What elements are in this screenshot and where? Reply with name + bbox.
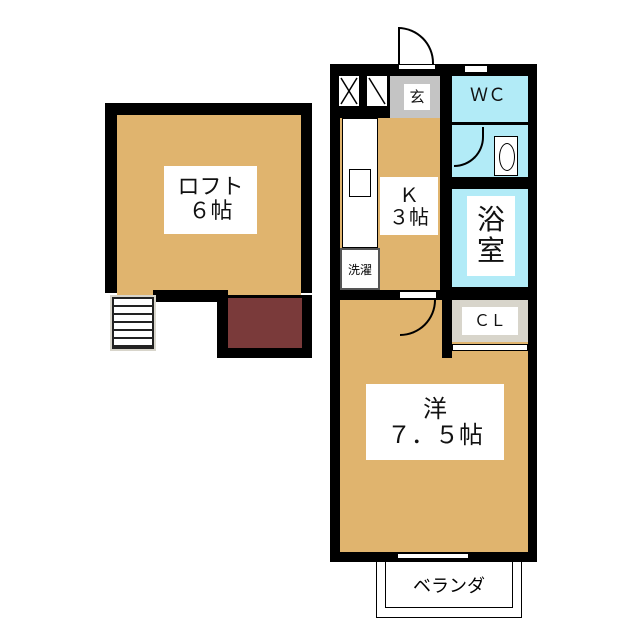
- western-room-size: ７．５帖: [387, 421, 483, 449]
- closet-wall: [442, 296, 452, 358]
- wc-window: [465, 66, 487, 72]
- entrance-door[interactable]: [398, 27, 434, 65]
- western-room-name: 洋: [423, 394, 447, 423]
- entrance-door-opening: [398, 64, 436, 70]
- slash-icon: [368, 77, 386, 105]
- laundry-label: 洗濯: [347, 262, 372, 277]
- closet-label-2: ＣＬ: [462, 307, 518, 335]
- meter-box-2: [367, 76, 387, 106]
- cross-icon: [340, 77, 358, 105]
- bath-line2: 室: [476, 234, 505, 267]
- balcony-label: ベランダ: [413, 575, 485, 597]
- closet-text-2: ＣＬ: [473, 311, 506, 331]
- loft-ladder[interactable]: [110, 295, 156, 351]
- kitchen-sink: [349, 169, 371, 197]
- loft-label: ロフト ６帖: [164, 166, 257, 234]
- kitchen-name: Ｋ: [399, 183, 419, 207]
- meter-box-1: [339, 76, 359, 106]
- wc-label: ＷＣ: [458, 82, 518, 110]
- laundry-space: 洗濯: [340, 248, 380, 290]
- bath-line1: 浴: [476, 203, 505, 237]
- entrance-label: 玄: [404, 84, 430, 110]
- western-room-label: 洋 ７．５帖: [366, 384, 504, 460]
- loft-wall-bottom: [153, 290, 228, 302]
- wash-basin: [494, 136, 518, 176]
- room-door-opening: [400, 292, 436, 298]
- balcony: ベランダ: [376, 562, 522, 618]
- loft-storage: [228, 298, 302, 348]
- kitchen-counter: [342, 118, 378, 248]
- kitchen-size: ３帖: [389, 205, 429, 229]
- closet-sliding-door[interactable]: [452, 344, 528, 351]
- bath-label: 浴 室: [467, 196, 515, 276]
- loft-size: ６帖: [188, 199, 233, 224]
- wc-text: ＷＣ: [470, 85, 506, 107]
- balcony-window[interactable]: [397, 553, 469, 559]
- kitchen-label: Ｋ ３帖: [380, 177, 438, 235]
- balcony-inner: ベランダ: [385, 562, 513, 608]
- loft-name: ロフト: [177, 174, 244, 200]
- entrance-text: 玄: [409, 87, 425, 106]
